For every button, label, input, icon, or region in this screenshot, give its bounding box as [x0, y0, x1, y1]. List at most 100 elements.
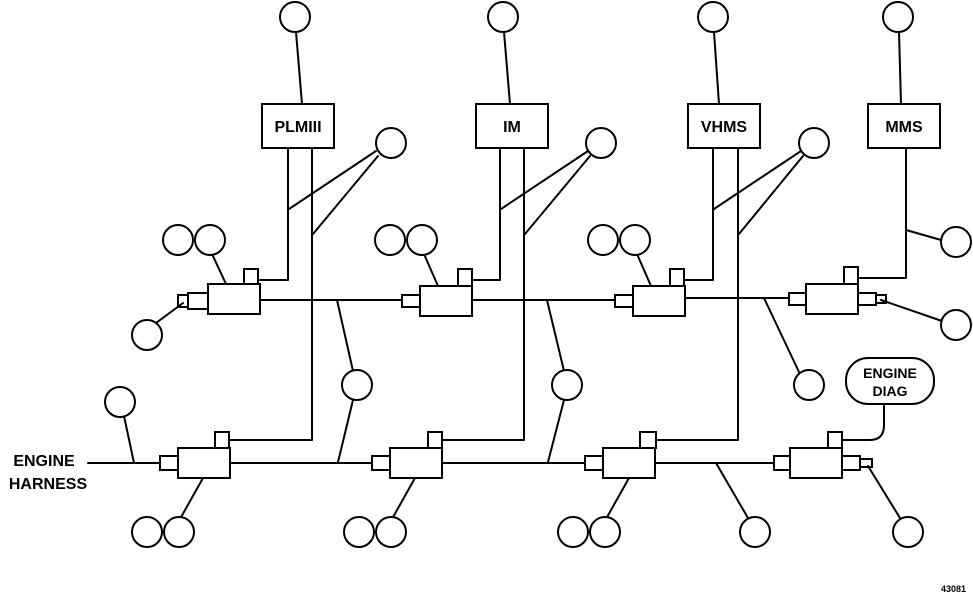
connector-top-2: [401, 268, 473, 317]
connector-tab: [457, 268, 473, 287]
leader-line: [211, 253, 227, 285]
leader-line: [547, 399, 565, 463]
connector-body: [207, 283, 261, 315]
connector-plug: [773, 455, 791, 471]
connector-cap: [859, 458, 873, 468]
callout-circle: [697, 1, 729, 33]
leader-line: [423, 253, 439, 287]
leader-line: [155, 302, 184, 324]
callout-circle: [587, 224, 619, 256]
connector-tab: [427, 431, 443, 449]
engine-harness-line1: ENGINE: [13, 453, 75, 470]
module-label-plmiii: PLMIII: [274, 119, 321, 136]
wire: [471, 147, 501, 281]
wire: [857, 147, 907, 279]
callout-circle: [940, 309, 972, 341]
module-mms: MMS: [867, 103, 941, 149]
callout-circle: [194, 224, 226, 256]
drop-wire-callouts: [336, 299, 583, 463]
engine-diag-connector: ENGINE DIAG: [845, 357, 935, 405]
connector-plug: [841, 455, 861, 471]
wire: [229, 147, 313, 441]
leader-line: [391, 477, 416, 520]
engine-diag-box: [845, 357, 935, 405]
leader-line: [605, 477, 630, 520]
engine-diag-line2: DIAG: [873, 383, 908, 399]
connector-plug: [159, 455, 179, 471]
connector-bottom-3: [584, 431, 657, 479]
leader-line: [123, 415, 135, 464]
leader-line: [867, 465, 901, 519]
connector-tab: [843, 266, 859, 285]
leader-line: [713, 31, 720, 105]
connector-plug: [788, 292, 808, 306]
leader-line: [636, 253, 652, 287]
leader-line: [713, 150, 802, 210]
module-label-im: IM: [503, 119, 521, 136]
leader-line: [295, 31, 303, 105]
callout-circle: [619, 224, 651, 256]
callout-circle: [406, 224, 438, 256]
wire: [441, 147, 525, 441]
callout-circle: [375, 516, 407, 548]
connector-top-3: [614, 268, 686, 317]
leader-line: [905, 229, 942, 241]
connector-top-4: [788, 266, 887, 315]
leader-line: [503, 31, 511, 105]
callout-circle: [375, 127, 407, 159]
leader-line: [336, 299, 354, 372]
module-box: [475, 103, 549, 149]
leader-line: [312, 155, 379, 235]
top-bus: [259, 297, 807, 301]
callout-circle: [793, 369, 825, 401]
callout-circle: [585, 127, 617, 159]
callout-circle: [551, 369, 583, 401]
connector-tab: [243, 268, 259, 285]
callout-circle: [739, 516, 771, 548]
connector-bottom-4: [773, 431, 873, 479]
module-callouts: [279, 1, 914, 105]
wire: [684, 147, 714, 281]
callout-circle: [557, 516, 589, 548]
leader-line: [337, 399, 354, 463]
connector-plug: [401, 294, 421, 308]
connector-body: [789, 447, 843, 479]
connector-plug: [857, 292, 877, 306]
engine-diag-wire: [841, 403, 885, 441]
callout-circle: [940, 226, 972, 258]
module-im: IM: [475, 103, 549, 149]
connector-body: [419, 285, 473, 317]
engine-harness-line2: HARNESS: [9, 476, 88, 493]
callout-circle: [104, 386, 136, 418]
leader-line: [898, 31, 902, 105]
module-box: [261, 103, 335, 149]
connector-body: [602, 447, 656, 479]
module-label-vhms: VHMS: [701, 119, 748, 136]
module-plmiii: PLMIII: [261, 103, 335, 149]
figure-number: 43081: [941, 584, 966, 594]
leader-line: [738, 155, 804, 235]
callout-circle: [341, 369, 373, 401]
connector-body: [805, 283, 859, 315]
callout-circle: [131, 319, 163, 351]
module-box: [867, 103, 941, 149]
bottom-connector-callouts: [104, 386, 924, 548]
connector-cap: [875, 294, 887, 304]
connector-tab: [669, 268, 685, 287]
callout-circle: [162, 224, 194, 256]
top-connector-callouts: [131, 224, 972, 401]
connector-tab: [639, 431, 657, 449]
callout-circle: [343, 516, 375, 548]
module-vhms: VHMS: [687, 103, 761, 149]
connector-body: [632, 285, 686, 317]
callout-circle: [798, 127, 830, 159]
wire-pair-callouts: [288, 127, 830, 235]
connector-top-1: [177, 268, 261, 315]
module-box: [687, 103, 761, 149]
connector-plug: [584, 455, 604, 471]
connector-plug: [371, 455, 391, 471]
callout-circle: [487, 1, 519, 33]
engine-harness-label: ENGINE HARNESS: [9, 453, 88, 493]
callout-circle: [131, 516, 163, 548]
